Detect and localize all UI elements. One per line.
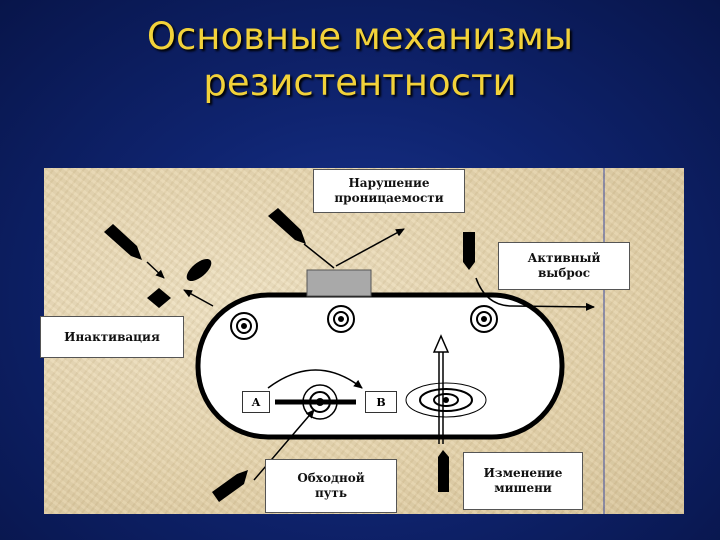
inactivated-drug-diamond: [147, 288, 171, 308]
target-ring-3: [470, 305, 498, 333]
target-ring-1: [230, 312, 258, 340]
inactivation-arrow-1: [146, 261, 165, 279]
permeability-out-arrow: [335, 228, 405, 267]
label-target-change: Изменение мишени: [463, 452, 583, 510]
node-a: A: [242, 391, 270, 413]
drug-pellet-inactivation: [104, 224, 142, 260]
inactivating-enzyme: [186, 258, 212, 282]
slide-title: Основные механизмы резистентности: [0, 14, 720, 106]
drug-pellet-permeability: [268, 208, 306, 244]
label-efflux: Активный выброс: [498, 242, 630, 290]
permeability-in-arrow: [303, 243, 335, 269]
bypass-drug-arrow: [253, 409, 315, 481]
title-line-1: Основные механизмы: [146, 15, 574, 58]
target-ring-2: [327, 305, 355, 333]
inactivation-arrow-2: [183, 289, 214, 307]
node-b: B: [365, 391, 397, 413]
modified-target: [405, 382, 487, 418]
label-bypass: Обходной путь: [265, 459, 397, 513]
drug-pellet-target: [438, 450, 449, 492]
bypass-arc-arrow: [267, 369, 363, 389]
drug-pellet-bypass: [212, 470, 248, 502]
label-inactivation: Инактивация: [40, 316, 184, 358]
target-arrow-head: [432, 334, 450, 353]
efflux-arrow: [475, 277, 595, 311]
title-line-2: резистентности: [203, 61, 517, 104]
label-permeability: Нарушение проницаемости: [313, 169, 465, 213]
porin-block: [306, 269, 372, 297]
drug-pellet-efflux: [463, 232, 475, 270]
